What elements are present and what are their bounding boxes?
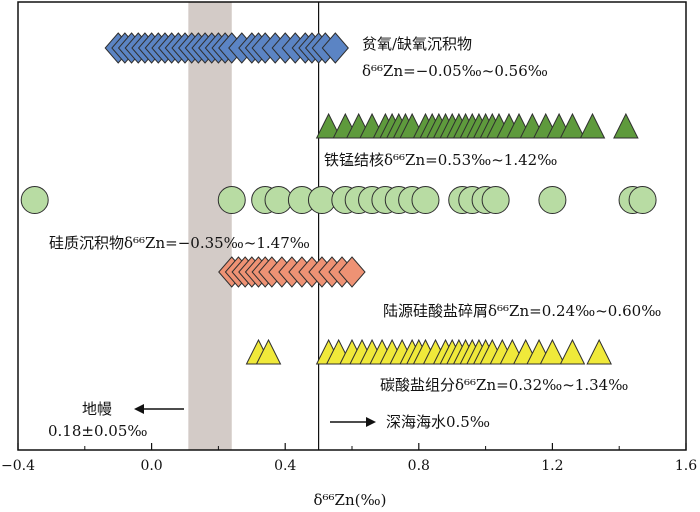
data-point-triangle [559,338,586,365]
data-point-triangle [613,112,639,139]
x-tick-label: 0.4 [274,458,296,474]
x-axis-title: δ⁶⁶Zn(‰) [314,491,387,509]
data-point-triangle [255,338,282,365]
mantle-value-label: 0.18±0.05‰ [48,422,148,440]
data-point-triangle [539,338,566,365]
x-tick-label: 1.2 [541,458,563,474]
seawater-arrow-icon [330,417,376,427]
series-name-siliceous: 硅质沉积物 [49,234,124,252]
seawater-label: 深海海水0.5‰ [386,413,490,431]
data-point-circle [538,186,567,214]
data-point-circle [628,186,657,214]
data-point-triangle [586,338,612,365]
data-point-circle [217,186,246,214]
series-range-detrital: δ⁶⁶Zn=0.24‰~0.60‰ [488,302,661,320]
series-name-femn: 铁锰结核 [324,151,384,169]
data-point-triangle [315,112,342,139]
mantle-arrow-icon [134,404,184,414]
series-range-siliceous: δ⁶⁶Zn=−0.35‰~1.47‰ [124,234,310,252]
series-range-femn: δ⁶⁶Zn=0.53‰~1.42‰ [384,151,557,169]
series-name-carbonate: 碳酸盐组分 [380,376,455,394]
series-range-anoxic: δ⁶⁶Zn=−0.05‰~0.56‰ [362,62,548,80]
x-tick-label: −0.4 [1,458,35,474]
band-layer [188,2,320,450]
mantle-label: 地幔 [82,400,112,418]
tick-layer: −0.4 0.0 0.4 0.8 1.2 1.6 [1,443,697,474]
data-point-circle [20,186,49,214]
data-point-diamond [338,256,366,288]
series-range-carbonate: δ⁶⁶Zn=0.32‰~1.34‰ [455,376,628,394]
data-point-triangle [579,112,606,139]
x-tick-label: 0.8 [408,458,430,474]
data-point-diamond [321,32,349,64]
series-name-anoxic: 贫氧/缺氧沉积物 [362,35,472,53]
series-name-detrital: 陆源硅酸盐碎屑 [383,302,488,320]
x-tick-label: 1.6 [675,458,697,474]
data-point-circle [481,186,510,214]
data-point-circle [411,186,440,214]
x-tick-label: 0.0 [140,458,162,474]
mantle-band [188,2,232,450]
marker-layer [20,32,657,365]
data-point-triangle [559,112,586,139]
